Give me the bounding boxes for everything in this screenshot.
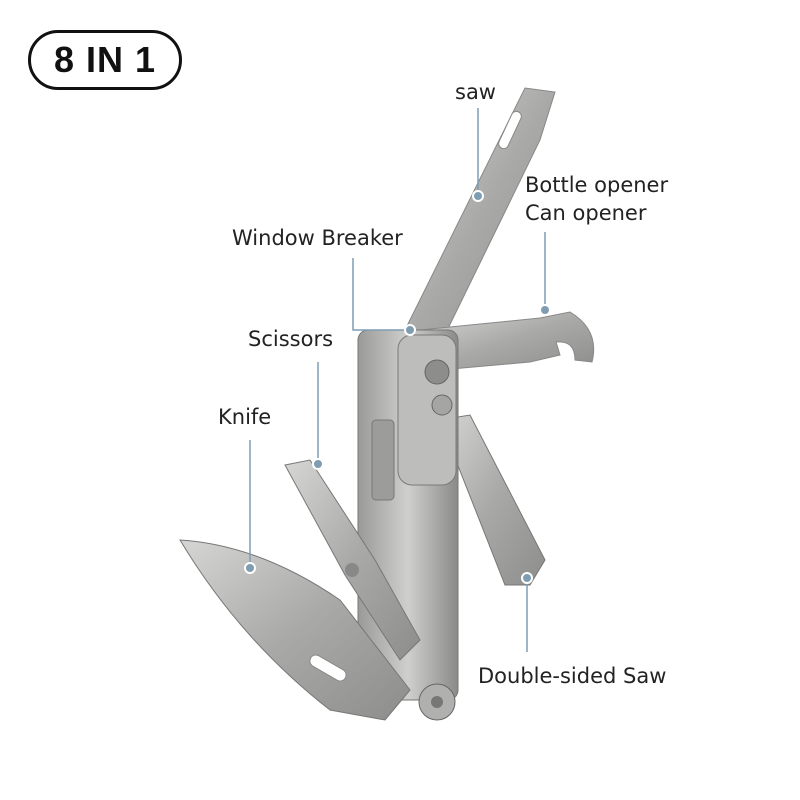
knife-blade (179, 539, 411, 721)
label-knife: Knife (218, 405, 272, 429)
leader-lines (249, 108, 546, 652)
double-sided-saw-blade (439, 414, 546, 586)
leader-dots (244, 190, 551, 584)
label-double-sided-saw: Double-sided Saw (478, 664, 667, 688)
label-bottle-opener: Bottle opener (525, 173, 669, 197)
label-can-opener: Can opener (525, 201, 647, 225)
bottle-opener-blade (419, 311, 595, 371)
scissors-blade (284, 459, 421, 661)
label-saw: saw (455, 80, 496, 104)
label-window-breaker: Window Breaker (232, 226, 403, 250)
eight-in-one-badge: 8 IN 1 (28, 30, 182, 90)
label-scissors: Scissors (248, 327, 334, 351)
